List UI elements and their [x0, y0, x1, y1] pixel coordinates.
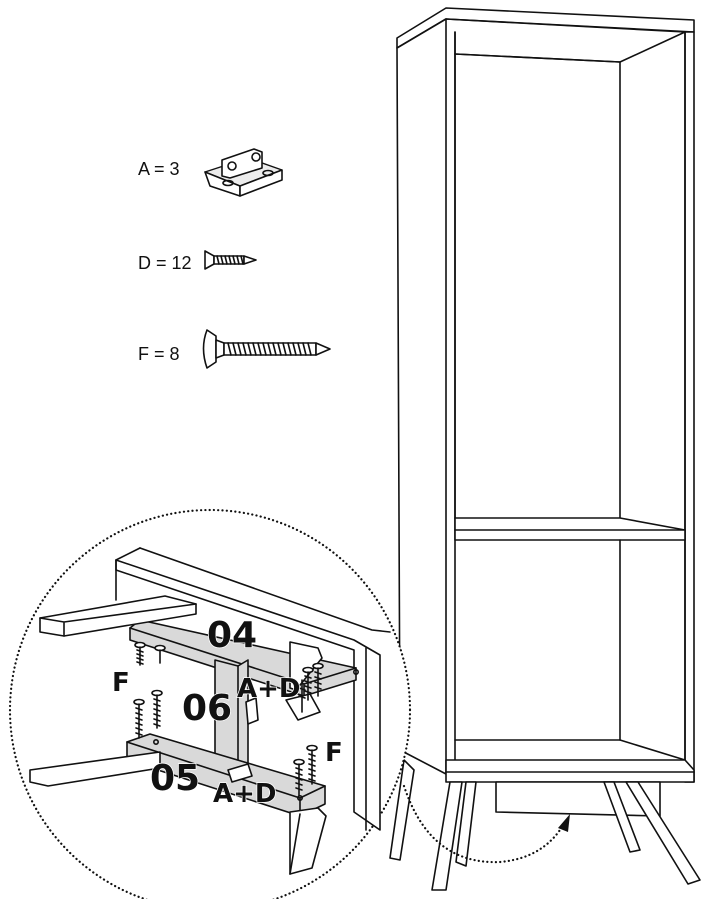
- detail-leg-lower-left: [29, 751, 161, 787]
- detail-screw-group-f-left-top: [134, 641, 166, 666]
- cabinet-right-side: [684, 31, 695, 783]
- fixing-label-f-left: F: [112, 668, 130, 698]
- cabinet-leg-back-right: [603, 781, 641, 853]
- cabinet: [389, 7, 701, 891]
- cabinet-middle-shelf: [454, 517, 686, 541]
- bracket-icon: [204, 148, 283, 197]
- detail-screw-group-d: [298, 662, 324, 713]
- hardware-f-count: F = 8: [138, 344, 180, 364]
- cabinet-bottom-panel: [445, 759, 695, 783]
- assembly-detail-callout: 04 06 05 A+D A+D F F: [8, 508, 412, 899]
- fixing-label-ad-bottom: A+D: [213, 779, 277, 809]
- fixing-label-f-right: F: [325, 738, 343, 768]
- cabinet-leg-front-left: [431, 781, 463, 891]
- hardware-legend: A = 3 D = 12 F = 8: [138, 148, 331, 369]
- detail-cabinet-side: [115, 559, 381, 831]
- hardware-d-count: D = 12: [138, 253, 192, 273]
- cabinet-leg-back-left: [389, 759, 415, 861]
- detail-pointer-arrow: [402, 784, 570, 864]
- short-screw-icon: [204, 250, 257, 270]
- cabinet-left-side: [396, 18, 447, 775]
- cabinet-leg-front-right: [625, 781, 701, 885]
- detail-bracket-a-small: [245, 697, 259, 725]
- long-screw-icon: [202, 329, 331, 369]
- fixing-label-ad-top: A+D: [237, 674, 301, 704]
- detail-bracket-bottom: [227, 763, 253, 783]
- part-label-06: 06: [182, 688, 232, 729]
- detail-screw-group-f-left-bottom: [133, 689, 163, 739]
- cabinet-leg-back-mid: [455, 781, 477, 867]
- detail-bracket-top: [289, 641, 323, 691]
- part-label-04: 04: [207, 615, 257, 656]
- hardware-a-count: A = 3: [138, 159, 180, 179]
- detail-leg-upper: [39, 595, 197, 637]
- detail-screw-group-f-right: [293, 744, 318, 797]
- part-label-05: 05: [150, 758, 200, 799]
